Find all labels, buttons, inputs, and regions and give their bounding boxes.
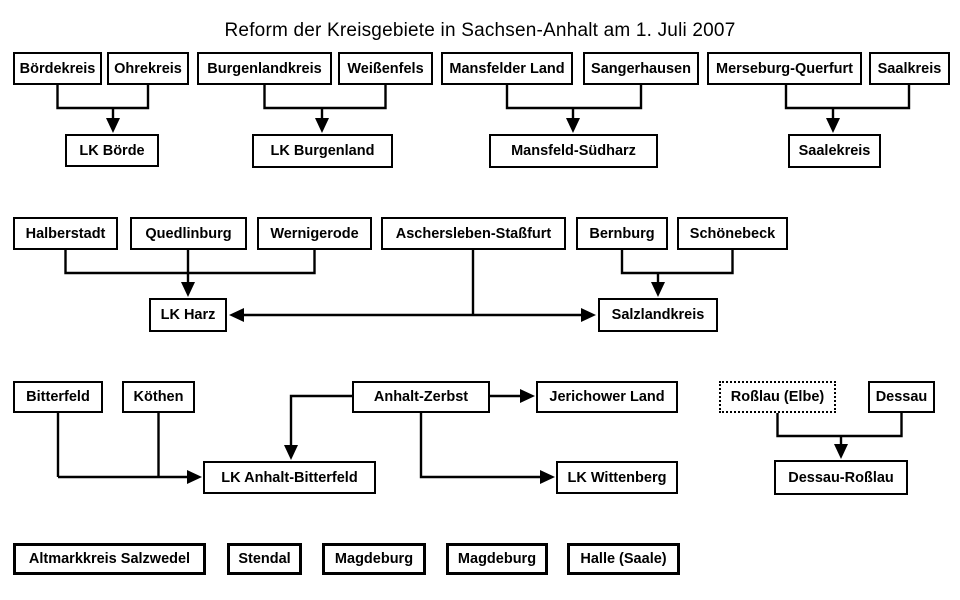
node-label: LK Anhalt-Bitterfeld [221,469,358,486]
node-label: LK Wittenberg [567,469,667,486]
node-saalekreis-neu: Saalekreis [788,134,881,168]
node-lk-burgenland: LK Burgenland [252,134,393,168]
node-quedlinburg: Quedlinburg [130,217,247,250]
node-label: Ohrekreis [114,60,182,77]
node-schoenebeck: Schönebeck [677,217,788,250]
node-label: Aschersleben-Staßfurt [395,225,552,242]
edge-salzlandkreis-merge [620,250,734,297]
node-label: Saalekreis [798,143,871,159]
node-label: Mansfeld-Südharz [511,143,636,159]
node-magdeburg-1: Magdeburg [322,543,426,575]
node-dessau-rosslau: Dessau-Roßlau [774,460,908,495]
node-label: Sangerhausen [591,60,691,77]
node-label: Altmarkkreis Salzwedel [28,551,191,567]
node-sangerhausen: Sangerhausen [583,52,699,85]
node-anhalt-zerbst: Anhalt-Zerbst [352,381,490,413]
node-label: Dessau [875,389,928,405]
node-label: Bernburg [589,225,655,242]
edge-anhalt-zerbst-to-jerichower-land [490,389,535,403]
node-label: Halle (Saale) [580,551,667,567]
node-burgenlandkreis: Burgenlandkreis [197,52,332,85]
node-label: LK Harz [160,307,216,323]
node-mansfelder-land: Mansfelder Land [441,52,573,85]
node-label: Bitterfeld [26,389,90,405]
node-altmarkkreis-salzwedel: Altmarkkreis Salzwedel [13,543,206,575]
node-label: Bördekreis [19,60,96,77]
node-label: Anhalt-Zerbst [373,389,469,405]
node-label: Stendal [238,551,291,567]
edge-harz-merge [64,250,316,297]
edge-anhalt-bitterfeld-merge [56,413,202,484]
node-salzlandkreis: Salzlandkreis [598,298,718,332]
edge-anhalt-zerbst-to-wittenberg [419,413,555,484]
node-wernigerode: Wernigerode [257,217,372,250]
node-rosslau-elbe: Roßlau (Elbe) [719,381,836,413]
node-label: Salzlandkreis [611,307,705,323]
node-koethen: Köthen [122,381,195,413]
node-lk-boerde: LK Börde [65,134,159,167]
node-halle-saale: Halle (Saale) [567,543,680,575]
node-label: Magdeburg [334,551,414,567]
node-label: Roßlau (Elbe) [730,389,825,405]
node-label: Quedlinburg [145,225,232,242]
node-boerdekreis: Bördekreis [13,52,102,85]
node-mansfeld-suedharz: Mansfeld-Südharz [489,134,658,168]
edge-anhalt-zerbst-to-anhalt-bitterfeld [284,394,352,460]
node-saalkreis: Saalkreis [869,52,950,85]
node-label: Schönebeck [689,225,776,242]
node-ohrekreis: Ohrekreis [107,52,189,85]
edge-mansfeld-suedharz-merge [505,85,643,133]
node-label: Wernigerode [270,225,359,242]
node-stendal: Stendal [227,543,302,575]
edge-boerde-merge [56,85,150,133]
node-label: Mansfelder Land [449,60,565,77]
node-lk-wittenberg: LK Wittenberg [556,461,678,494]
edge-dessau-rosslau-merge [776,413,903,459]
node-label: Köthen [133,389,184,405]
node-label: Halberstadt [25,225,106,242]
node-label: Dessau-Roßlau [788,469,894,486]
node-label: Weißenfels [347,60,424,77]
edge-burgenland-merge [263,85,387,133]
node-label: Magdeburg [457,551,537,567]
node-aschersleben-stassfurt: Aschersleben-Staßfurt [381,217,566,250]
node-label: LK Börde [79,142,145,159]
node-lk-harz: LK Harz [149,298,227,332]
node-magdeburg-2: Magdeburg [446,543,548,575]
node-halberstadt: Halberstadt [13,217,118,250]
node-dessau: Dessau [868,381,935,413]
node-merseburg-querfurt: Merseburg-Querfurt [707,52,862,85]
diagram-title: Reform der Kreisgebiete in Sachsen-Anhal… [224,20,736,41]
edge-aschersleben-split [229,250,596,322]
node-bitterfeld: Bitterfeld [13,381,103,413]
node-bernburg: Bernburg [576,217,668,250]
node-jerichower-land: Jerichower Land [536,381,678,413]
node-label: Burgenlandkreis [207,60,322,77]
node-label: Jerichower Land [549,389,665,405]
edge-saalekreis-merge [784,85,911,133]
node-label: Saalkreis [877,60,942,77]
node-label: LK Burgenland [270,143,375,159]
node-weissenfels: Weißenfels [338,52,433,85]
node-label: Merseburg-Querfurt [716,60,853,77]
node-lk-anhalt-bitterfeld: LK Anhalt-Bitterfeld [203,461,376,494]
